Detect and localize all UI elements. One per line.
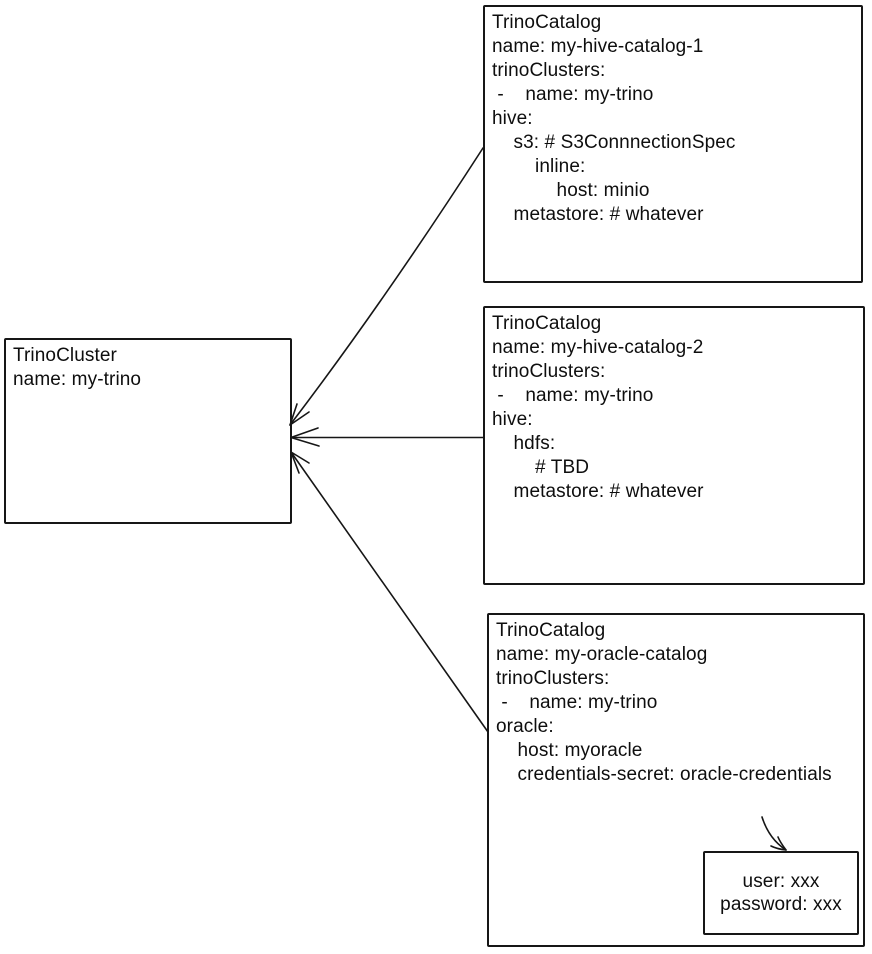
trino-catalog-3-box: TrinoCatalog name: my-oracle-catalog tri… [487, 613, 865, 947]
connector-catalog3-to-cluster [290, 451, 489, 733]
arrowhead-catalog1-icon [289, 403, 310, 426]
trino-catalog-2-text: TrinoCatalog name: my-hive-catalog-2 tri… [492, 313, 704, 502]
arrowhead-catalog3-icon [290, 451, 310, 474]
trino-catalog-3-text: TrinoCatalog name: my-oracle-catalog tri… [496, 620, 832, 785]
connector-catalog1-to-cluster [289, 147, 484, 426]
arrowhead-catalog2-icon [290, 427, 320, 447]
oracle-secret-text: user: xxx password: xxx [720, 871, 842, 915]
trino-cluster-box: TrinoCluster name: my-trino [4, 338, 292, 524]
trino-catalog-1-box: TrinoCatalog name: my-hive-catalog-1 tri… [483, 5, 863, 283]
trino-catalog-1-text: TrinoCatalog name: my-hive-catalog-1 tri… [492, 12, 736, 225]
trino-cluster-text: TrinoCluster name: my-trino [13, 345, 142, 390]
oracle-secret-box: user: xxx password: xxx [703, 851, 859, 935]
trino-catalog-2-box: TrinoCatalog name: my-hive-catalog-2 tri… [483, 306, 865, 585]
